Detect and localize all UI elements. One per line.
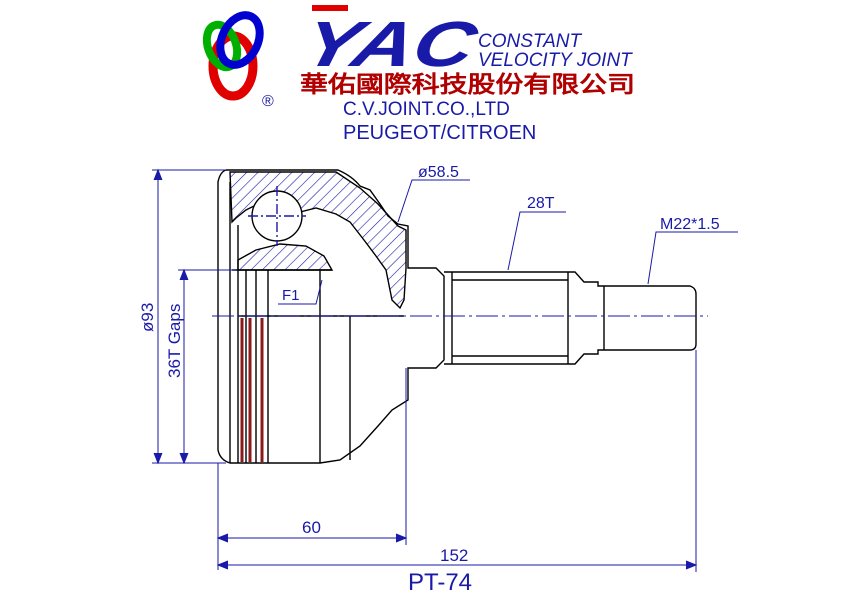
tagline-constant: CONSTANT <box>478 31 582 52</box>
dimension-lines <box>152 168 738 572</box>
outer-diameter-label: ø93 <box>138 303 157 332</box>
part-number: PT-74 <box>408 569 472 596</box>
logo-wordmark: YAC <box>296 8 485 80</box>
thread-label: M22*1.5 <box>660 216 720 233</box>
boot-bands <box>240 318 264 462</box>
registered-mark: ® <box>262 93 274 110</box>
ball-icon <box>251 190 303 242</box>
f1-label: F1 <box>282 287 300 304</box>
joint-body <box>217 169 697 464</box>
bell-outline <box>217 169 445 464</box>
inner-race-hatch <box>237 243 334 271</box>
gaps-label: 36T Gaps <box>165 304 184 378</box>
application-label: PEUGEOT/CITROEN <box>343 122 536 144</box>
logo-ring-blue-icon <box>216 11 264 69</box>
dim-152-label: 152 <box>440 546 468 565</box>
tagline-velocity-joint: VELOCITY JOINT <box>478 50 633 71</box>
shaft-outline <box>444 271 697 365</box>
company-name-english: C.V.JOINT.CO.,LTD <box>343 99 510 120</box>
bell-diameter-label: ø58.5 <box>418 164 459 181</box>
company-name-chinese: 華佑國際科技股份有限公司 <box>300 71 635 98</box>
spline-label: 28T <box>527 195 555 212</box>
dim-60-label: 60 <box>302 518 321 537</box>
brand-logo: ® YAC <box>202 5 485 110</box>
